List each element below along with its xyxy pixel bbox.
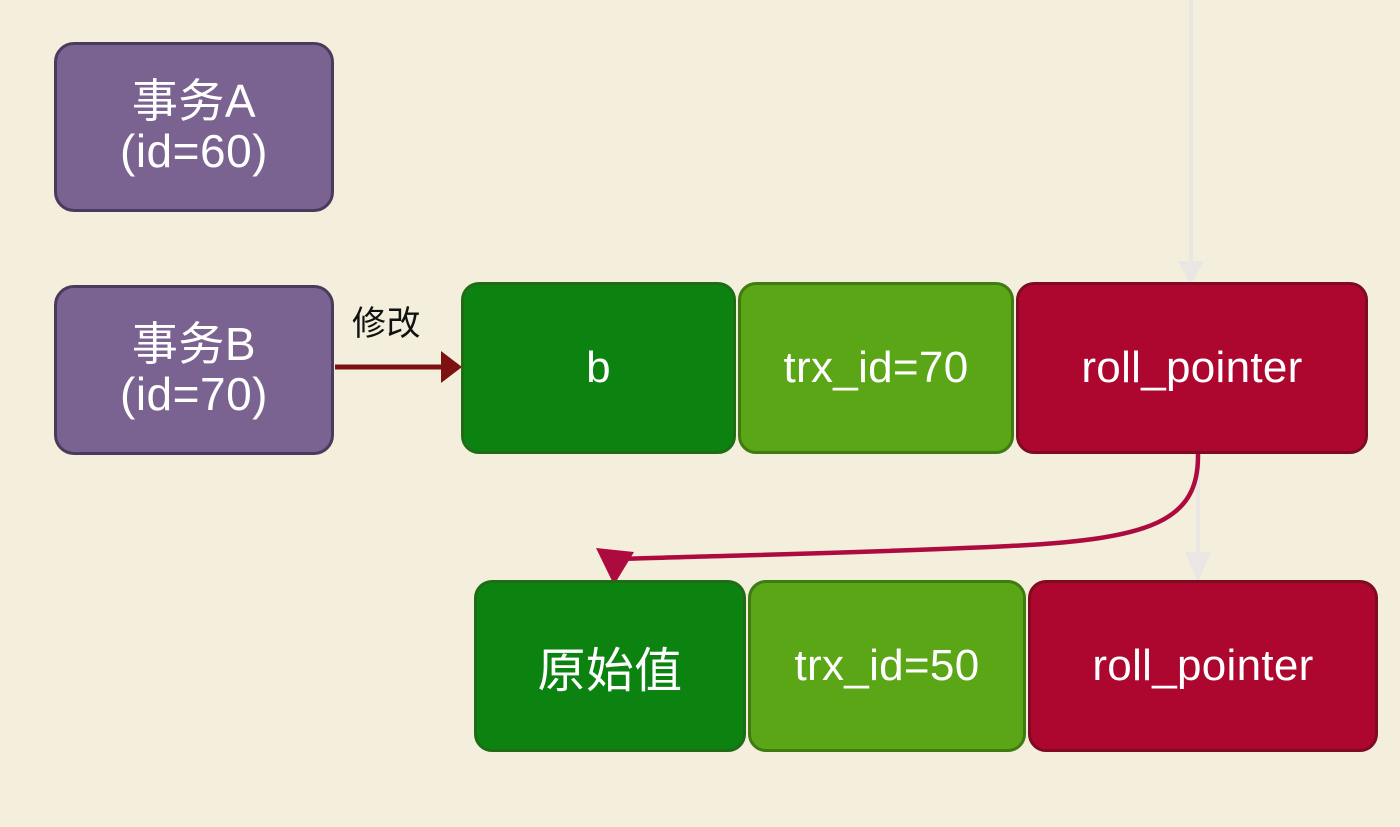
value-cell-undo[interactable]: 原始值: [474, 580, 746, 752]
trx-cell-current-text: trx_id=70: [783, 343, 969, 392]
value-cell-current[interactable]: b: [461, 282, 736, 454]
roll-cell-undo-text: roll_pointer: [1092, 641, 1314, 690]
modify-label: 修改: [352, 305, 421, 343]
transaction-a-id: (id=60): [120, 125, 268, 177]
trx-cell-undo[interactable]: trx_id=50: [748, 580, 1026, 752]
ghost-arrow-top-icon: [1178, 0, 1204, 285]
transaction-a-name: 事务A: [131, 75, 257, 128]
roll-pointer-arrow-icon: [596, 451, 1201, 585]
modify-arrow-icon: [335, 351, 462, 383]
value-cell-current-text: b: [586, 343, 611, 392]
roll-cell-current[interactable]: roll_pointer: [1016, 282, 1368, 454]
roll-cell-undo[interactable]: roll_pointer: [1028, 580, 1378, 752]
transaction-box-a[interactable]: 事务A (id=60): [54, 42, 334, 212]
value-cell-undo-text: 原始值: [537, 645, 683, 698]
roll-cell-current-text: roll_pointer: [1081, 343, 1303, 392]
transaction-box-b[interactable]: 事务B (id=70): [54, 285, 334, 455]
trx-cell-current[interactable]: trx_id=70: [738, 282, 1014, 454]
transaction-b-name: 事务B: [131, 318, 257, 371]
transaction-b-id: (id=70): [120, 368, 268, 420]
ghost-arrow-middle-icon: [1185, 452, 1211, 582]
trx-cell-undo-text: trx_id=50: [794, 641, 980, 690]
